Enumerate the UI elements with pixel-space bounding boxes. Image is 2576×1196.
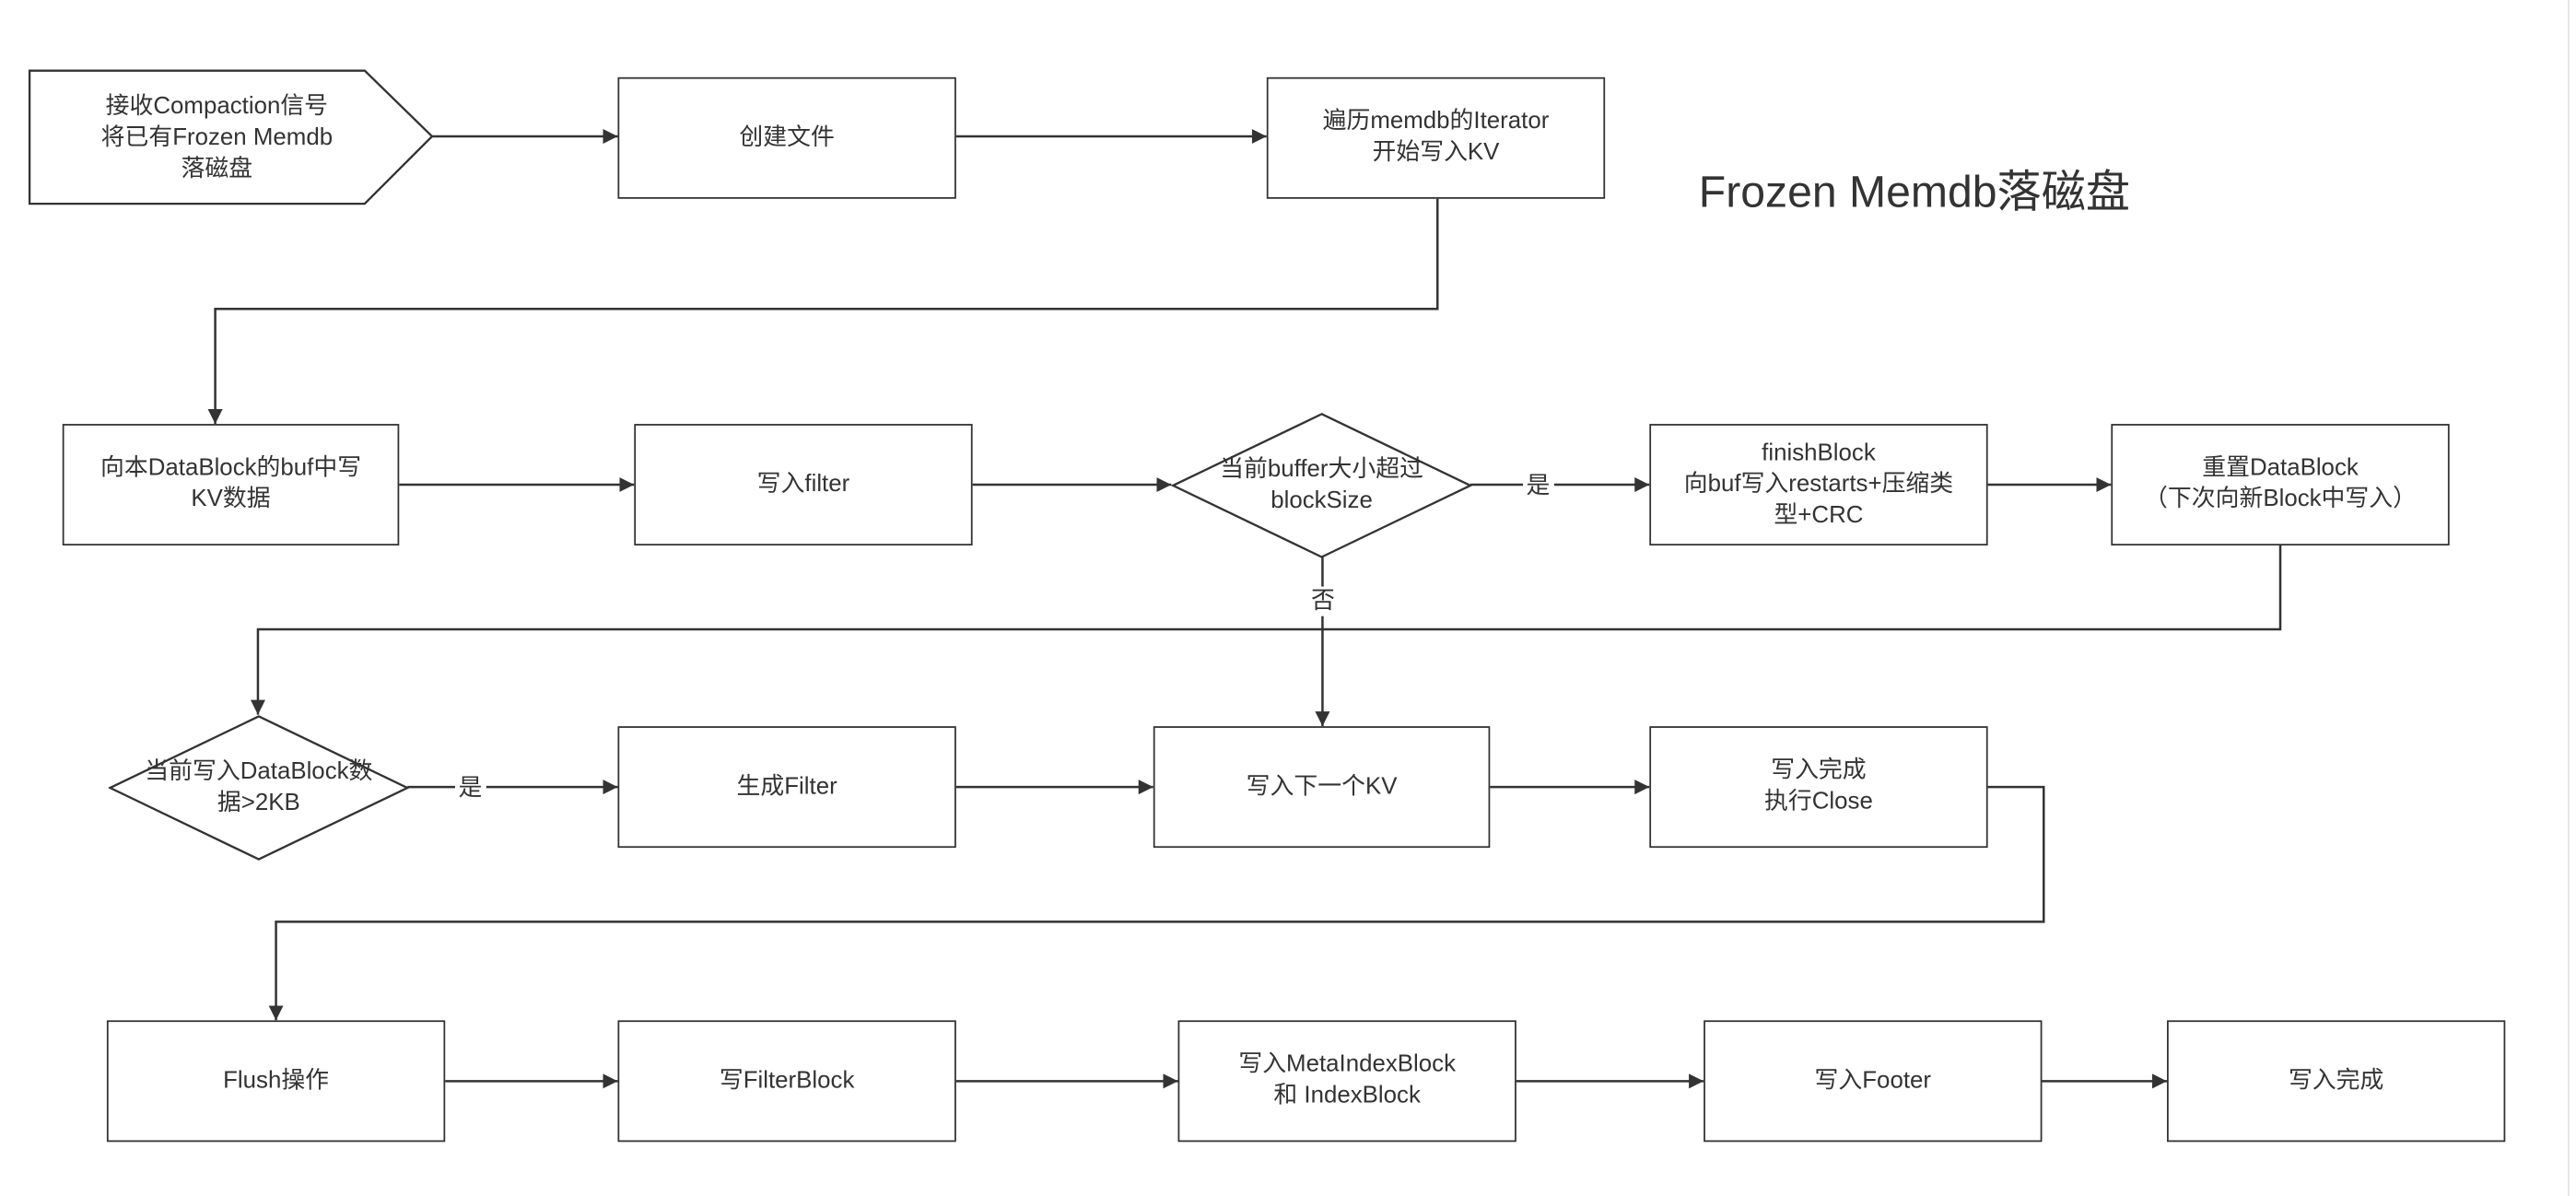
write-footer-node: 写入Footer [1704, 1020, 2043, 1143]
diagram-title: Frozen Memdb落磁盘 [1698, 167, 2131, 217]
write-next-kv-node: 写入下一个KV [1153, 726, 1491, 849]
edge-label-yes-2kb: 是 [454, 773, 486, 803]
iterate-memdb-node: 遍历memdb的Iterator 开始写入KV [1266, 76, 1606, 199]
decision-buffer-size-node: 当前buffer大小超过 blockSize [1171, 413, 1472, 559]
start-signal-label: 接收Compaction信号 将已有Frozen Memdb 落磁盘 [100, 92, 334, 182]
write-filter-node: 写入filter [634, 424, 973, 546]
decision-2kb-node: 当前写入DataBlock数 据>2KB [108, 715, 410, 862]
pentagon-shape [28, 69, 434, 205]
decision-buffer-size-label: 当前buffer大小超过 blockSize [1220, 455, 1423, 514]
create-file-node: 创建文件 [617, 76, 956, 199]
edge-iterate-to-write-kv [207, 196, 1439, 425]
finish-block-node: finishBlock 向buf写入restarts+压缩类 型+CRC [1649, 424, 1988, 546]
write-filter-block-node: 写FilterBlock [617, 1020, 956, 1143]
edge-label-yes-size: 是 [1522, 471, 1553, 501]
diamond-shape [108, 715, 410, 861]
write-done-node: 写入完成 [2166, 1020, 2506, 1143]
write-meta-index-node: 写入MetaIndexBlock 和 IndexBlock [1177, 1020, 1516, 1143]
write-done-close-node: 写入完成 执行Close [1649, 726, 1988, 849]
flush-node: Flush操作 [106, 1020, 446, 1143]
start-signal-node: 接收Compaction信号 将已有Frozen Memdb 落磁盘 [28, 69, 435, 207]
diamond-shape [1171, 413, 1472, 558]
edge-reset-block-to-decision-2kb [250, 544, 2282, 715]
decision-2kb-label: 当前写入DataBlock数 据>2KB [145, 757, 373, 816]
write-kv-node: 向本DataBlock的buf中写 KV数据 [62, 424, 400, 546]
page-edge-divider [2568, 0, 2570, 1196]
generate-filter-node: 生成Filter [617, 726, 956, 849]
edge-label-no-size: 否 [1307, 586, 1339, 616]
reset-datablock-node: 重置DataBlock （下次向新Block中写入） [2111, 424, 2450, 546]
edge-write-done-to-flush [268, 785, 2045, 1021]
